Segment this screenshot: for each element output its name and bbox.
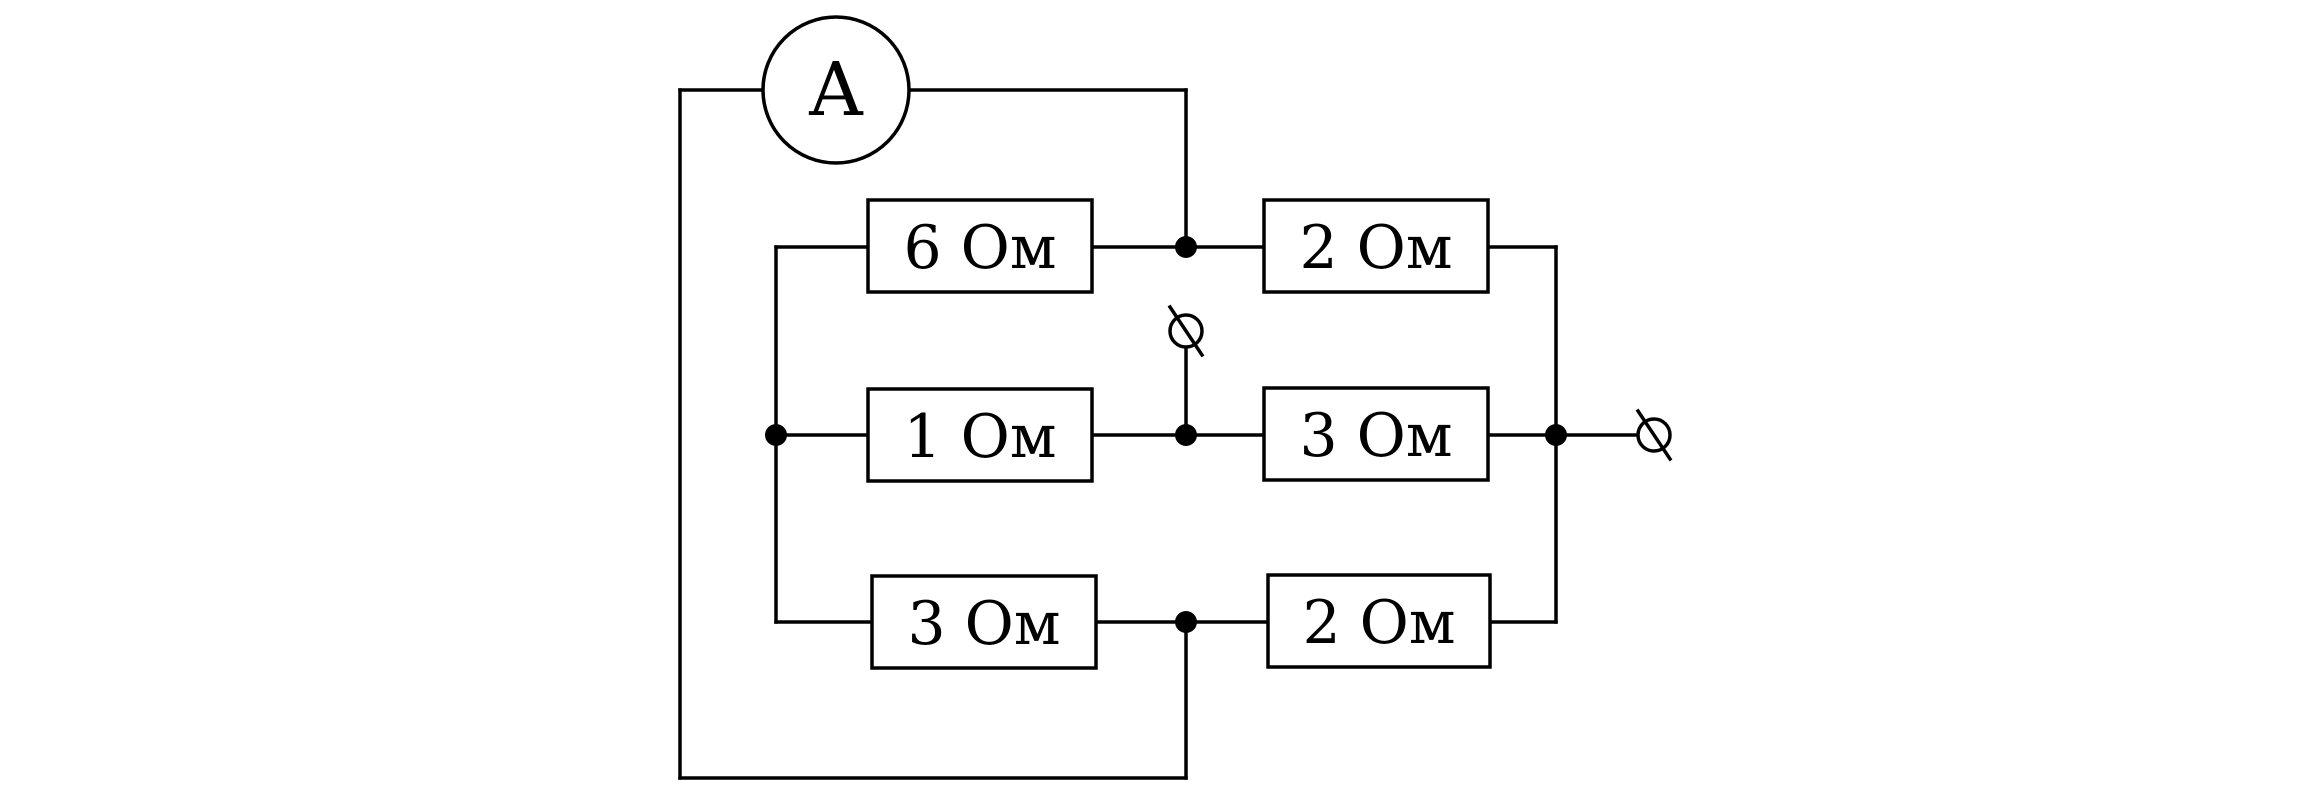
- terminal-right: [1635, 408, 1673, 462]
- junction-node: [765, 424, 787, 446]
- resistor-bot-left: 3 Ом: [870, 574, 1098, 670]
- terminal-top: [1167, 304, 1205, 358]
- junction-node: [1545, 424, 1567, 446]
- resistor-top-left: 6 Ом: [866, 198, 1094, 294]
- ammeter-label: A: [808, 47, 864, 133]
- left-bus-wires: [774, 245, 874, 624]
- resistor-mid-left: 1 Ом: [866, 387, 1094, 483]
- resistor-label: 3 Ом: [907, 589, 1060, 659]
- resistor-label: 2 Ом: [1299, 213, 1452, 283]
- resistor-mid-right: 3 Ом: [1262, 386, 1490, 482]
- junction-node: [1175, 236, 1197, 258]
- outer-loop-wires: [678, 88, 1188, 780]
- ammeter-circle: [761, 15, 911, 165]
- resistor-label: 1 Ом: [903, 402, 1056, 472]
- junction-node: [1175, 611, 1197, 633]
- resistor-label: 3 Ом: [1299, 401, 1452, 471]
- resistor-bot-right: 2 Ом: [1266, 573, 1492, 669]
- resistor-label: 2 Ом: [1302, 588, 1455, 658]
- junction-node: [1175, 424, 1197, 446]
- ammeter: A: [761, 15, 911, 165]
- junction-nodes: [765, 236, 1567, 633]
- resistor-label: 6 Ом: [903, 213, 1056, 283]
- resistor-top-right: 2 Ом: [1262, 198, 1490, 294]
